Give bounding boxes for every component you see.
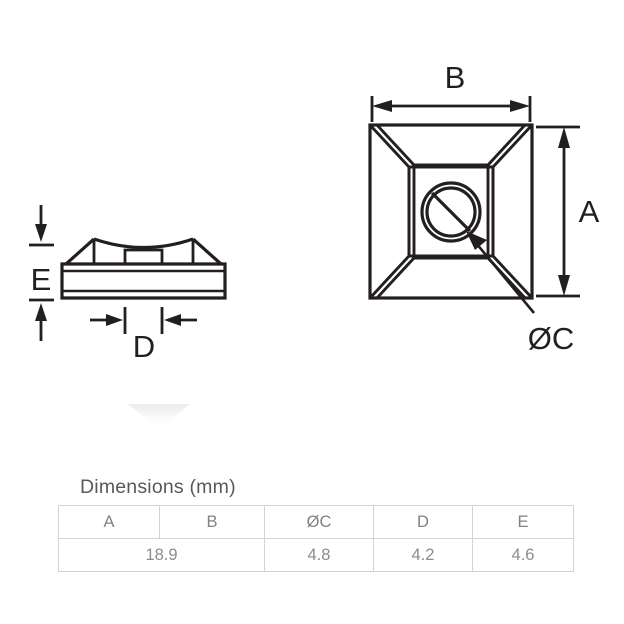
dimension-OC-leader (466, 231, 536, 314)
dimension-B-left-arrow (372, 100, 392, 112)
top-plan-view (368, 123, 534, 300)
side-base-outer (60, 262, 227, 300)
chamfer-bl-a (368, 255, 411, 299)
dimension-OC-arrow (466, 231, 487, 250)
chamfer-tl-b (375, 124, 416, 166)
chamfer-br-a (491, 255, 534, 299)
dimension-A (536, 125, 580, 298)
top-hole-slash (430, 191, 472, 233)
dimension-A-bottom-arrow (558, 275, 570, 296)
top-inner-rails (412, 163, 490, 260)
chamfer-tr-b (486, 124, 527, 166)
top-inner-square (407, 165, 495, 258)
table-header-d: D (373, 505, 473, 539)
dimension-B (370, 96, 532, 122)
dimension-A-label: A (579, 194, 600, 229)
table-value-d: 4.2 (373, 538, 473, 572)
dimension-E (29, 205, 54, 341)
dimensions-table: A B ØC D E 18.9 4.8 4.2 4.6 (58, 505, 574, 572)
table-header-b: B (159, 505, 265, 539)
table-value-row: 18.9 4.8 4.2 4.6 (58, 538, 574, 572)
side-body-top-curve (93, 237, 194, 250)
table-value-c: 4.8 (264, 538, 374, 572)
dimensions-table-block: Dimensions (mm) A B ØC D E 18.9 4.8 4.2 … (58, 476, 574, 572)
side-elevation-view (60, 237, 227, 300)
table-value-ab: 18.9 (58, 538, 265, 572)
dimension-D-label: D (133, 329, 155, 364)
dimension-OC-label: ØC (528, 321, 575, 356)
dimension-A-top-arrow (558, 127, 570, 148)
table-value-e: 4.6 (472, 538, 574, 572)
dimension-E-label: E (31, 262, 52, 297)
dimension-B-right-arrow (510, 100, 530, 112)
table-header-row: A B ØC D E (58, 505, 574, 539)
table-header-c: ØC (264, 505, 374, 539)
table-header-a: A (58, 505, 160, 539)
dimension-B-label: B (445, 60, 466, 95)
dimension-E-lower-arrow (35, 303, 47, 321)
dimension-E-upper-arrow (35, 224, 47, 242)
side-body-left-slope (64, 237, 96, 266)
chamfer-tr-a (491, 124, 534, 168)
table-header-e: E (472, 505, 574, 539)
top-hole-inner-circle (425, 186, 477, 238)
top-hole-outer-circle (420, 181, 482, 243)
dimension-D (90, 307, 197, 334)
chamfer-bl-b (375, 257, 416, 299)
dimension-D-left-arrow (106, 314, 123, 326)
side-body-right-slope (191, 237, 223, 266)
dimensions-table-title: Dimensions (mm) (80, 476, 236, 498)
side-center-slot (123, 248, 164, 266)
chamfer-tl-a (368, 124, 411, 168)
dimension-D-right-arrow (164, 314, 181, 326)
top-outer-square (368, 123, 534, 300)
dimension-OC-leader-line (474, 242, 536, 314)
